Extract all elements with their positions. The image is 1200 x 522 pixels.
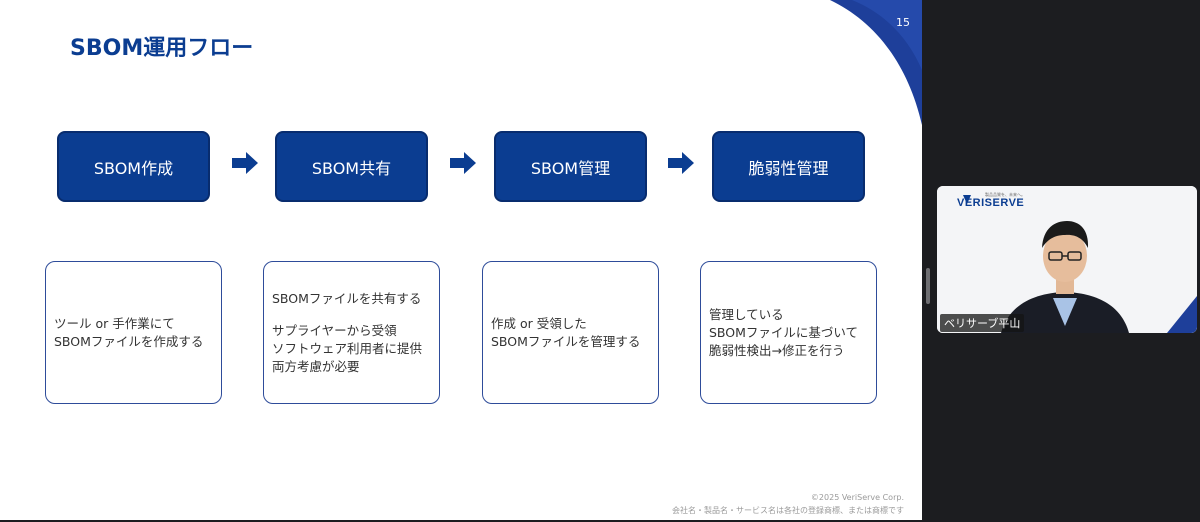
description-box-create: ツール or 手作業にて SBOMファイルを作成する bbox=[45, 261, 222, 404]
description-line: 作成 or 受領した bbox=[491, 315, 587, 331]
step-sbom-manage: SBOM管理 bbox=[494, 131, 647, 202]
footer-copyright: ©2025 VeriServe Corp. bbox=[810, 493, 904, 502]
presentation-slide: 15 SBOM運用フロー SBOM作成 SBOM共有 SBOM管理 脆弱性管理 … bbox=[0, 0, 922, 520]
step-vulnerability-manage: 脆弱性管理 bbox=[712, 131, 865, 202]
description-line: 管理している bbox=[709, 306, 784, 322]
panel-resize-handle[interactable] bbox=[926, 268, 930, 304]
description-box-vulnerability: 管理している SBOMファイルに基づいて 脆弱性検出→修正を行う bbox=[700, 261, 877, 404]
slide-corner-decoration bbox=[830, 0, 922, 125]
footer-trademark: 会社名・製品名・サービス名は各社の登録商標、または商標です bbox=[672, 506, 904, 515]
participant-name-tag: ベリサーブ平山 bbox=[940, 314, 1025, 332]
description-line: ソフトウェア利用者に提供 bbox=[272, 340, 423, 356]
description-line: 脆弱性検出→修正を行う bbox=[709, 342, 845, 358]
step-sbom-create: SBOM作成 bbox=[57, 131, 210, 202]
page-number: 15 bbox=[896, 16, 910, 29]
description-line: ツール or 手作業にて bbox=[54, 315, 175, 331]
arrow-right-icon bbox=[450, 152, 476, 174]
slide-title: SBOM運用フロー bbox=[70, 36, 254, 61]
description-box-manage: 作成 or 受領した SBOMファイルを管理する bbox=[482, 261, 659, 404]
description-line: 両方考慮が必要 bbox=[272, 358, 360, 374]
video-company-logo: VERISERVE bbox=[957, 197, 1025, 209]
participant-video-feed bbox=[937, 186, 1197, 333]
description-box-share: SBOMファイルを共有する サプライヤーから受領 ソフトウェア利用者に提供 両方… bbox=[263, 261, 440, 404]
description-line: サプライヤーから受領 bbox=[272, 322, 397, 338]
description-line: SBOMファイルを共有する bbox=[272, 290, 422, 306]
description-line: SBOMファイルを作成する bbox=[54, 333, 204, 349]
description-line: SBOMファイルに基づいて bbox=[709, 324, 859, 340]
description-spacer bbox=[272, 308, 431, 322]
description-line: SBOMファイルを管理する bbox=[491, 333, 641, 349]
arrow-right-icon bbox=[668, 152, 694, 174]
arrow-right-icon bbox=[232, 152, 258, 174]
participant-video-tile[interactable]: 製品品質を、未来へ。 bbox=[937, 186, 1197, 333]
step-sbom-share: SBOM共有 bbox=[275, 131, 428, 202]
video-logo-tagline: 製品品質を、未来へ。 bbox=[985, 192, 1025, 197]
